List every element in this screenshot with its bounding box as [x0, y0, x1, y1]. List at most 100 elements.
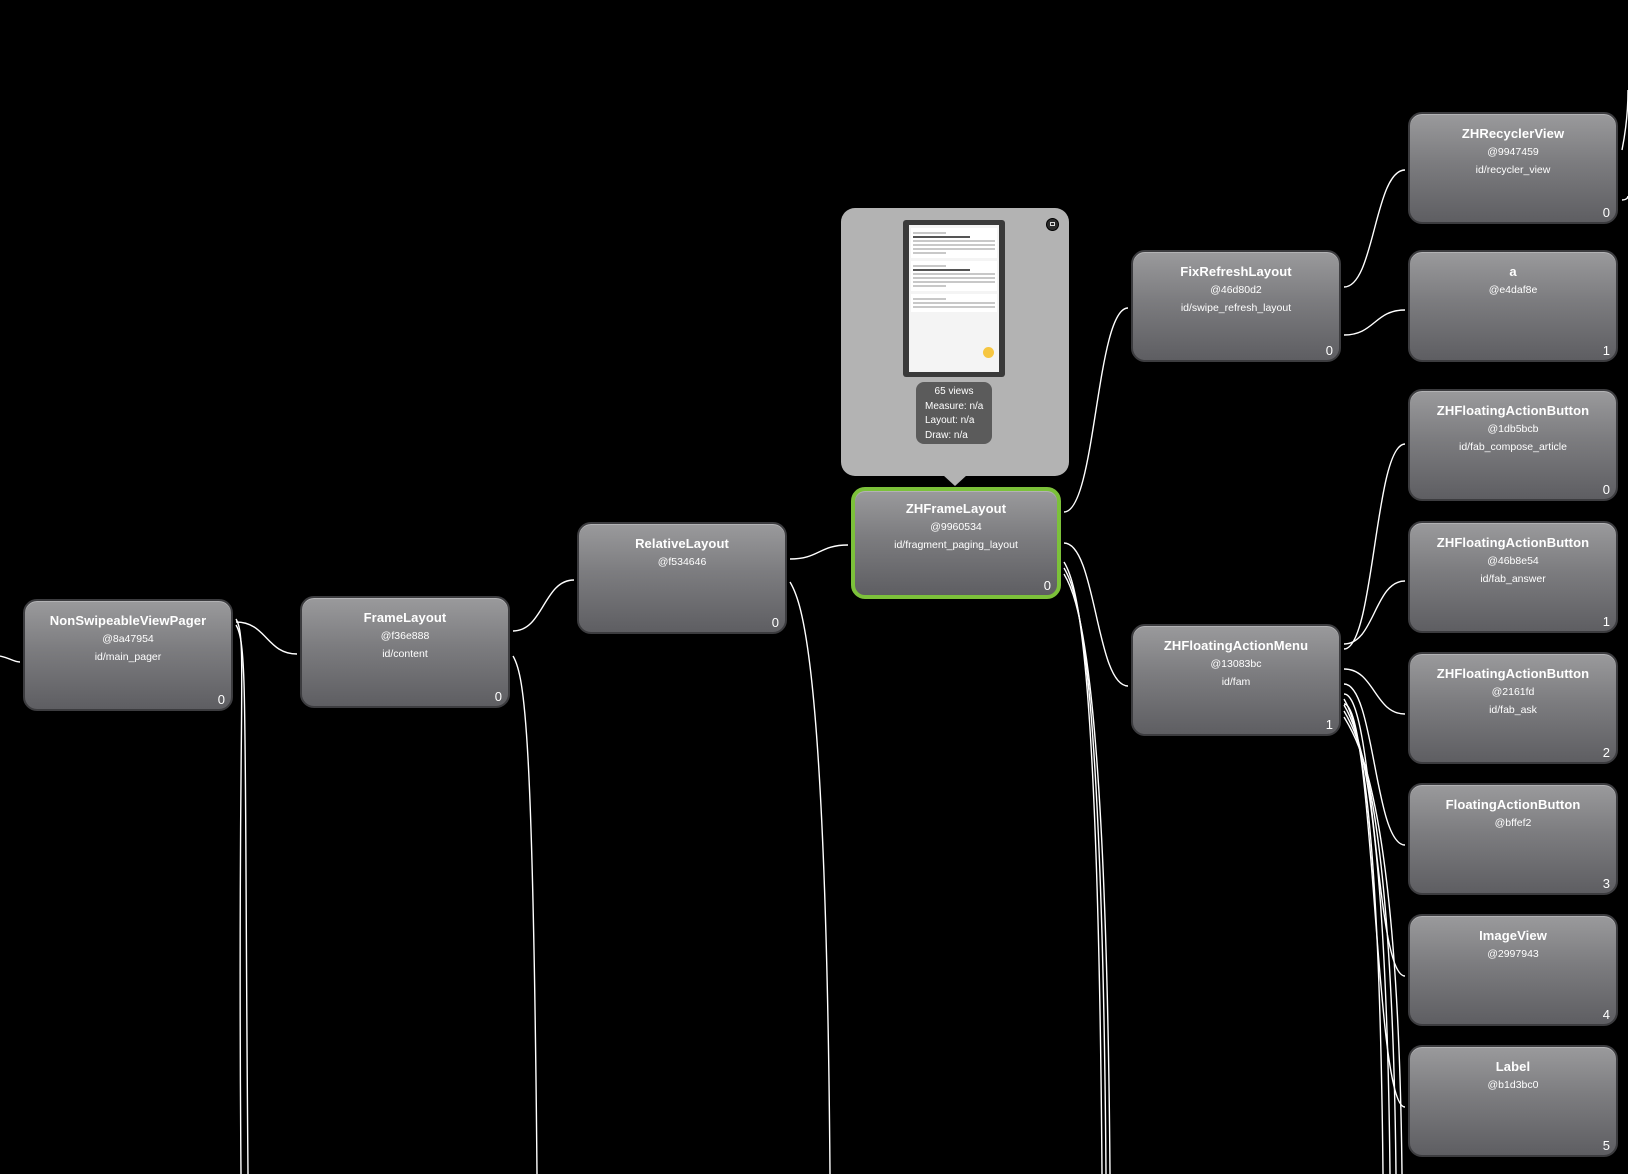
node-fragment-paging-layout[interactable]: ZHFrameLayout @9960534 id/fragment_paging_…	[851, 487, 1061, 599]
node-title: ImageView	[1479, 928, 1547, 943]
draw-stat: Draw: n/a	[925, 429, 968, 441]
node-title: ZHFloatingActionMenu	[1163, 638, 1309, 653]
node-index: 0	[1325, 343, 1333, 358]
node-hash: @9960534	[930, 521, 982, 533]
node-title: ZHRecyclerView	[1461, 126, 1565, 141]
node-index: 0	[217, 692, 225, 707]
node-view-id: id/fab_ask	[1489, 704, 1537, 716]
edge	[1343, 683, 1406, 846]
node-fab-ask[interactable]: ZHFloatingActionButton @2161fd id/fab_ask 2	[1408, 652, 1618, 764]
node-index: 1	[1602, 343, 1610, 358]
edge	[1343, 668, 1406, 715]
edge	[235, 621, 298, 655]
node-view-id: id/fragment_paging_layout	[894, 539, 1018, 551]
node-index: 4	[1602, 1007, 1610, 1022]
node-title: NonSwipeableViewPager	[49, 613, 207, 628]
node-hash: @46d80d2	[1210, 284, 1262, 296]
node-fab-compose-article[interactable]: ZHFloatingActionButton @1db5bcb id/fab_com…	[1408, 389, 1618, 501]
node-index: 0	[1043, 578, 1051, 593]
edge	[512, 655, 538, 1174]
node-index: 1	[1325, 717, 1333, 732]
node-title: Label	[1495, 1059, 1531, 1074]
edge	[1343, 443, 1406, 650]
measure-stat: Measure: n/a	[925, 400, 984, 412]
edge	[1063, 307, 1129, 513]
node-image-view[interactable]: ImageView @2997943 4	[1408, 914, 1618, 1026]
node-view-id: id/fam	[1221, 676, 1251, 688]
node-title: a	[1509, 264, 1517, 279]
node-hash: @2161fd	[1491, 686, 1535, 698]
edge	[512, 579, 575, 632]
node-view-id: id/fab_answer	[1480, 573, 1546, 585]
edge	[235, 624, 249, 1174]
view-preview-popup: 65 views Measure: n/a Layout: n/a Draw: …	[841, 208, 1069, 476]
node-hash: @2997943	[1487, 948, 1539, 960]
edge	[1343, 169, 1406, 288]
node-hash: @f36e888	[380, 630, 430, 642]
node-index: 0	[1602, 482, 1610, 497]
phone-thumbnail	[903, 220, 1005, 377]
node-hash: @e4daf8e	[1488, 284, 1538, 296]
node-index: 5	[1602, 1138, 1610, 1153]
node-floating-action-button[interactable]: FloatingActionButton @bffef2 3	[1408, 783, 1618, 895]
node-hash: @1db5bcb	[1487, 423, 1539, 435]
node-title: ZHFloatingActionButton	[1436, 535, 1590, 550]
node-hash: @f534646	[657, 556, 707, 568]
node-fam[interactable]: ZHFloatingActionMenu @13083bc id/fam 1	[1131, 624, 1341, 736]
edge	[1621, 89, 1628, 151]
node-title: FrameLayout	[363, 610, 447, 625]
node-title: ZHFloatingActionButton	[1436, 666, 1590, 681]
edge	[0, 655, 21, 663]
node-hash: @8a47954	[102, 633, 154, 645]
edge	[1063, 542, 1129, 687]
node-fab-answer[interactable]: ZHFloatingActionButton @46b8e54 id/fab_ans…	[1408, 521, 1618, 633]
expand-preview-icon[interactable]	[1046, 218, 1059, 231]
preview-pointer	[943, 475, 967, 486]
node-view-id: id/swipe_refresh_layout	[1180, 302, 1292, 314]
node-hash: @b1d3bc0	[1487, 1079, 1539, 1091]
node-main-pager[interactable]: NonSwipeableViewPager @8a47954 id/main_pag…	[23, 599, 233, 711]
edge	[1621, 195, 1628, 201]
edge	[1063, 573, 1111, 1174]
node-index: 1	[1602, 614, 1610, 629]
node-index: 0	[1602, 205, 1610, 220]
node-title: ZHFrameLayout	[905, 501, 1007, 516]
node-title: RelativeLayout	[635, 536, 729, 551]
node-view-id: id/recycler_view	[1475, 164, 1551, 176]
edge	[789, 581, 831, 1174]
node-index: 2	[1602, 745, 1610, 760]
node-a[interactable]: a @e4daf8e 1	[1408, 250, 1618, 362]
edge	[789, 544, 849, 560]
node-view-id: id/fab_compose_article	[1459, 441, 1567, 453]
render-stats: 65 views Measure: n/a Layout: n/a Draw: …	[916, 382, 992, 444]
edge	[1063, 561, 1103, 1174]
screen-thumbnail	[909, 225, 999, 372]
edge	[1343, 704, 1391, 1174]
edge	[235, 618, 243, 1174]
node-index: 0	[494, 689, 502, 704]
edge	[1343, 698, 1384, 1174]
views-count: 65 views	[934, 386, 974, 397]
edge	[1343, 309, 1406, 336]
node-view-id: id/main_pager	[94, 651, 162, 663]
fab-dot-icon	[983, 347, 994, 358]
node-title: FixRefreshLayout	[1180, 264, 1292, 279]
edge	[1343, 716, 1403, 1174]
node-hash: @46b8e54	[1487, 555, 1539, 567]
layout-stat: Layout: n/a	[925, 415, 975, 426]
node-title: FloatingActionButton	[1445, 797, 1581, 812]
node-hash: @9947459	[1487, 146, 1539, 158]
node-relative[interactable]: RelativeLayout @f534646 0	[577, 522, 787, 634]
node-label[interactable]: Label @b1d3bc0 5	[1408, 1045, 1618, 1157]
edge	[1343, 580, 1406, 645]
node-title: ZHFloatingActionButton	[1436, 403, 1590, 418]
node-recycler-view[interactable]: ZHRecyclerView @9947459 id/recycler_view 0	[1408, 112, 1618, 224]
node-index: 3	[1602, 876, 1610, 891]
node-swipe-refresh-layout[interactable]: FixRefreshLayout @46d80d2 id/swipe_refresh…	[1131, 250, 1341, 362]
node-hash: @13083bc	[1210, 658, 1262, 670]
node-hash: @bffef2	[1494, 817, 1532, 829]
node-index: 0	[771, 615, 779, 630]
